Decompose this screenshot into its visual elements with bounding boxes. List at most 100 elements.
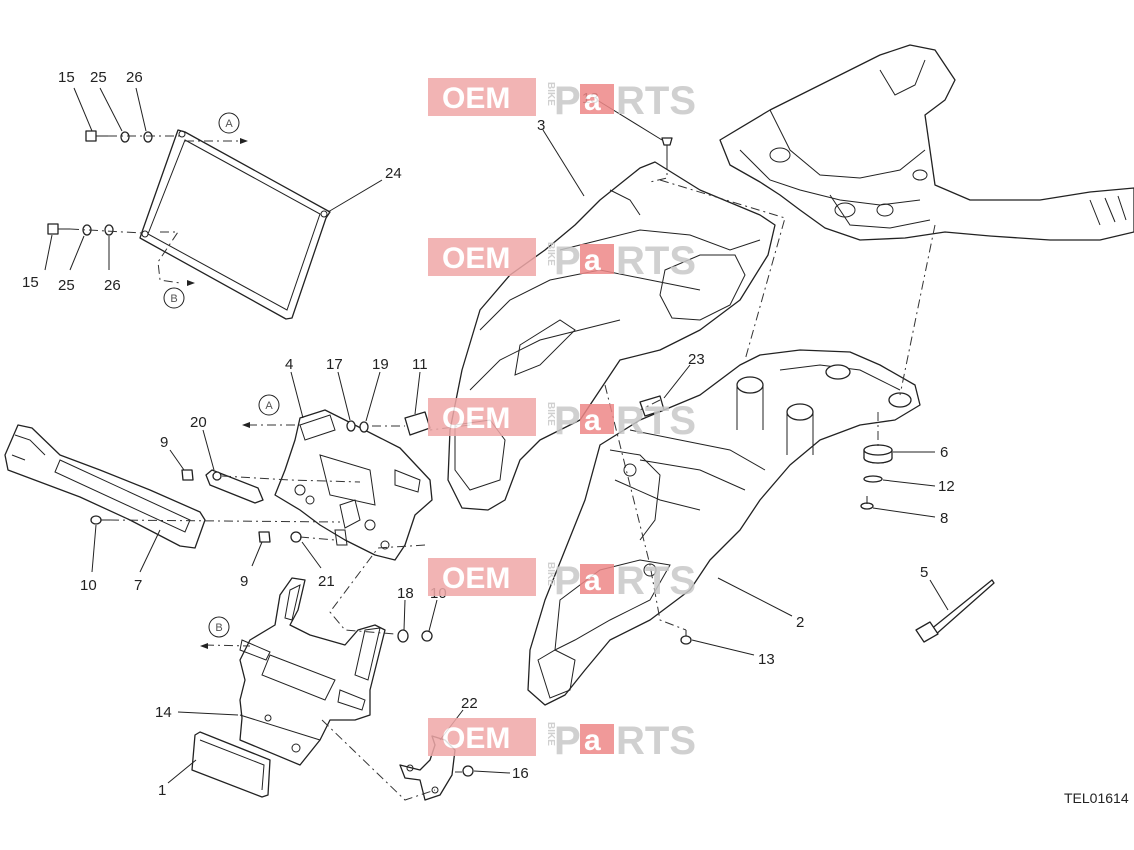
- watermark-oem-box: [428, 238, 536, 276]
- watermark-oem-text: OEM: [442, 722, 510, 755]
- callout-8: 8: [940, 510, 948, 527]
- plate-holder-frame: [139, 129, 331, 320]
- callout-24: 24: [385, 165, 402, 182]
- ref-b-top: B: [170, 293, 177, 305]
- screw-8: [860, 496, 874, 510]
- callout-25-bottom: 25: [58, 277, 75, 294]
- callout-21: 21: [318, 573, 335, 590]
- watermark-a-text: a: [584, 244, 601, 277]
- ref-circle-b-bottom: [208, 616, 230, 638]
- watermark-rts-text: RTS: [616, 559, 696, 603]
- callout-17: 17: [326, 356, 343, 373]
- watermark-oem-text: OEM: [442, 82, 510, 115]
- watermark-a-text: a: [584, 84, 601, 117]
- callout-3: 3: [537, 117, 545, 134]
- watermark-p-text: P: [554, 79, 581, 123]
- watermark-oem-box: [428, 398, 536, 436]
- callout-23: 23: [688, 351, 705, 368]
- watermark-rts-text: RTS: [616, 239, 696, 283]
- screw-13-top: [661, 137, 673, 160]
- watermark-a-box: [580, 564, 614, 594]
- nut-10-mid: [421, 630, 433, 642]
- ref-circle-a-bottom: [258, 394, 280, 416]
- bolt-10-left: [90, 515, 110, 525]
- callout-22: 22: [461, 695, 478, 712]
- watermark-oem-box: [428, 78, 536, 116]
- watermark-a-text: a: [584, 404, 601, 437]
- reference-arrows: A B A B: [163, 112, 280, 649]
- watermark-a-box: [580, 84, 614, 114]
- callout-numbers: 15 25 26 15 25 26 24 13 3 4 17 19 11 20 …: [22, 69, 955, 799]
- watermark-oem-box: [428, 558, 536, 596]
- callout-14: 14: [155, 704, 172, 721]
- watermark-a-box: [580, 244, 614, 274]
- ref-circle-a-top: [218, 112, 240, 134]
- callout-2: 2: [796, 614, 804, 631]
- callout-16: 16: [512, 765, 529, 782]
- bolt-15-top: [85, 130, 180, 143]
- bolt-9-bottom: [258, 529, 348, 546]
- ref-a-top: A: [225, 118, 233, 130]
- callout-15-bottom: 15: [22, 274, 39, 291]
- callout-10-left: 10: [80, 577, 97, 594]
- watermark-p-text: P: [554, 399, 581, 443]
- watermark-rts-text: RTS: [616, 399, 696, 443]
- callout-19: 19: [372, 356, 389, 373]
- callout-26-bottom: 26: [104, 277, 121, 294]
- watermark-p-text: P: [554, 719, 581, 763]
- assembly-lines: [109, 140, 936, 801]
- number-plate-bracket: [274, 409, 433, 561]
- leader-lines: [44, 87, 949, 784]
- callout-4: 4: [285, 356, 293, 373]
- callout-26-top: 26: [126, 69, 143, 86]
- callout-5: 5: [920, 564, 928, 581]
- side-strip-7: [4, 424, 206, 549]
- callout-12: 12: [938, 478, 955, 495]
- washer-18: [397, 629, 409, 643]
- watermark-bike-text: BIKE: [545, 562, 556, 586]
- callout-1: 1: [158, 782, 166, 799]
- callout-25-top: 25: [90, 69, 107, 86]
- callout-20: 20: [190, 414, 207, 431]
- watermark-oem-text: OEM: [442, 562, 510, 595]
- callout-18: 18: [397, 585, 414, 602]
- watermark-oem-text: OEM: [442, 402, 510, 435]
- watermark-rts-text: RTS: [616, 79, 696, 123]
- ref-b-bottom: B: [215, 622, 222, 634]
- watermark-bike-text: BIKE: [545, 242, 556, 266]
- callout-11: 11: [412, 356, 428, 373]
- watermark-a-text: a: [584, 724, 601, 757]
- nut-16: [462, 765, 474, 777]
- watermark-a-text: a: [584, 564, 601, 597]
- nut-19: [359, 421, 369, 433]
- rear-subframe: [719, 44, 1134, 241]
- cable-tie-5: [915, 579, 995, 643]
- callout-9-top: 9: [160, 434, 168, 451]
- watermark-a-box: [580, 404, 614, 434]
- washer-12: [863, 475, 883, 483]
- watermark-bike-text: BIKE: [545, 722, 556, 746]
- bolt-15-bottom: [47, 223, 143, 236]
- bolt-9-top: [181, 469, 222, 481]
- ref-circle-b-top: [163, 287, 185, 309]
- washer-17: [346, 420, 356, 432]
- screw-13-bottom: [680, 630, 692, 645]
- watermark-bike-text: BIKE: [545, 402, 556, 426]
- callout-7: 7: [134, 577, 142, 594]
- rear-mudguard: [527, 349, 921, 706]
- watermark-bike-text: BIKE: [545, 82, 556, 106]
- callout-9-bottom: 9: [240, 573, 248, 590]
- callout-13-bottom: 13: [758, 651, 775, 668]
- callout-15-top: 15: [58, 69, 75, 86]
- watermark-a-box: [580, 724, 614, 754]
- reflector-1: [191, 731, 271, 798]
- watermark-oem-box: [428, 718, 536, 756]
- callout-6: 6: [940, 444, 948, 461]
- watermark-p-text: P: [554, 559, 581, 603]
